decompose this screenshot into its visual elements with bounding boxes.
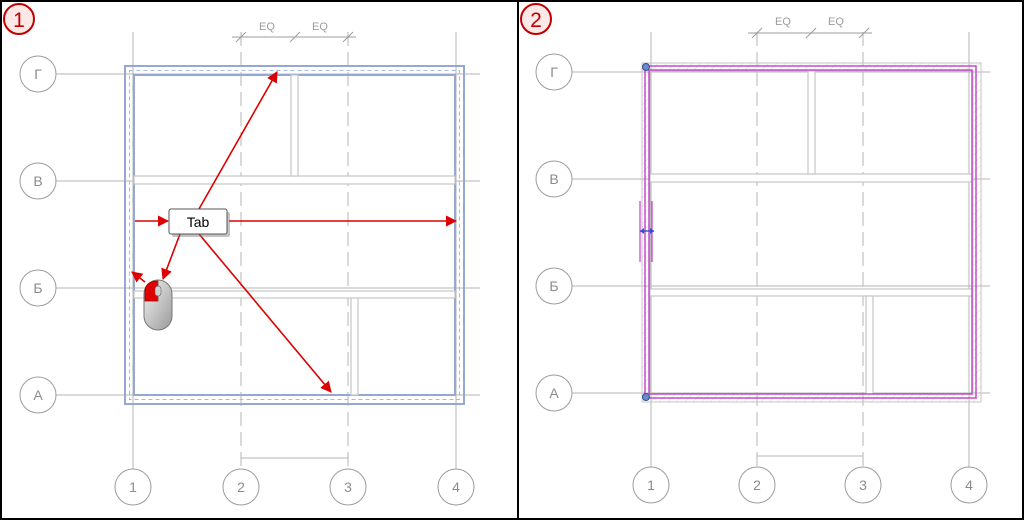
axis-bubble [19,55,57,93]
wall-vertical [350,297,359,396]
column-axis-label: 1 [647,477,655,493]
row-axis-label: Б [33,280,42,296]
column-axis-label: 4 [452,479,460,495]
row-axis-label: А [33,387,43,403]
row-axes: Г В Б А [19,55,57,414]
interior-walls [133,74,456,396]
axis-bubble [329,468,367,506]
panel-1: EQ EQ Г В Б А [0,0,519,520]
column-axis-label: 2 [753,477,761,493]
selected-wall-chain [644,65,977,399]
dimension-string [748,27,872,39]
column-axes: 1 2 3 4 [632,466,988,504]
axis-bubble [222,468,260,506]
wall-vertical [290,74,299,177]
column-axis-label: 4 [965,477,973,493]
axis-bubble [844,466,882,504]
wall-horizontal [649,173,974,183]
row-axis-label: Б [549,278,558,294]
panel-2: EQ EQ [517,0,1024,520]
column-axis-label: 3 [859,477,867,493]
column-axis-label: 1 [129,479,137,495]
step-badge: 1 [3,3,35,35]
axis-bubble [632,466,670,504]
arrow [161,233,181,281]
step-number: 1 [13,9,25,32]
column-axes: 1 2 3 4 [114,468,475,506]
row-axis-label: А [549,385,559,401]
mouse-left-click-icon [143,279,173,331]
tab-key-label: Tab [187,214,210,230]
axis-bubble [738,466,776,504]
arrow [198,233,332,393]
dimension-label-eq: EQ [828,16,844,28]
axis-bubble [535,53,573,91]
wall-vertical [807,70,816,175]
dimension-label-eq: EQ [312,21,328,33]
wall-horizontal [133,175,456,185]
exterior-walls [641,62,982,403]
wall-horizontal [649,288,974,297]
axis-bubble [437,468,475,506]
selection-handles[interactable] [642,63,650,401]
wall-end-handle[interactable] [642,393,650,401]
interior-walls [649,70,974,395]
row-axes: Г В Б А [535,53,573,412]
wall-vertical [865,295,874,395]
wall-end-handle[interactable] [642,63,650,71]
wall-horizontal [133,290,456,299]
axis-bubble [535,160,573,198]
axis-bubble [19,376,57,414]
panel-frame [517,0,1024,520]
axis-bubble [19,269,57,307]
row-axis-label: Г [550,64,558,80]
axis-bubble [950,466,988,504]
tab-key: Tab [168,208,230,237]
arrow [198,71,278,210]
panel-frame [0,0,519,520]
arrow [131,271,146,283]
axis-bubble [535,374,573,412]
row-axis-label: В [33,173,42,189]
step-badge: 2 [520,3,552,35]
step-number: 2 [530,9,542,32]
axis-bubble [114,468,152,506]
column-axis-label: 2 [237,479,245,495]
row-axis-label: В [549,171,558,187]
dimension-label-eq: EQ [775,16,791,28]
axis-bubble [535,267,573,305]
axis-bubble [19,162,57,200]
dimension-string [232,31,356,43]
column-axis-label: 3 [344,479,352,495]
dimension-label-eq: EQ [259,21,275,33]
flip-arrows-icon[interactable] [639,201,654,262]
cycle-arrows [131,71,458,393]
row-axis-label: Г [34,66,42,82]
